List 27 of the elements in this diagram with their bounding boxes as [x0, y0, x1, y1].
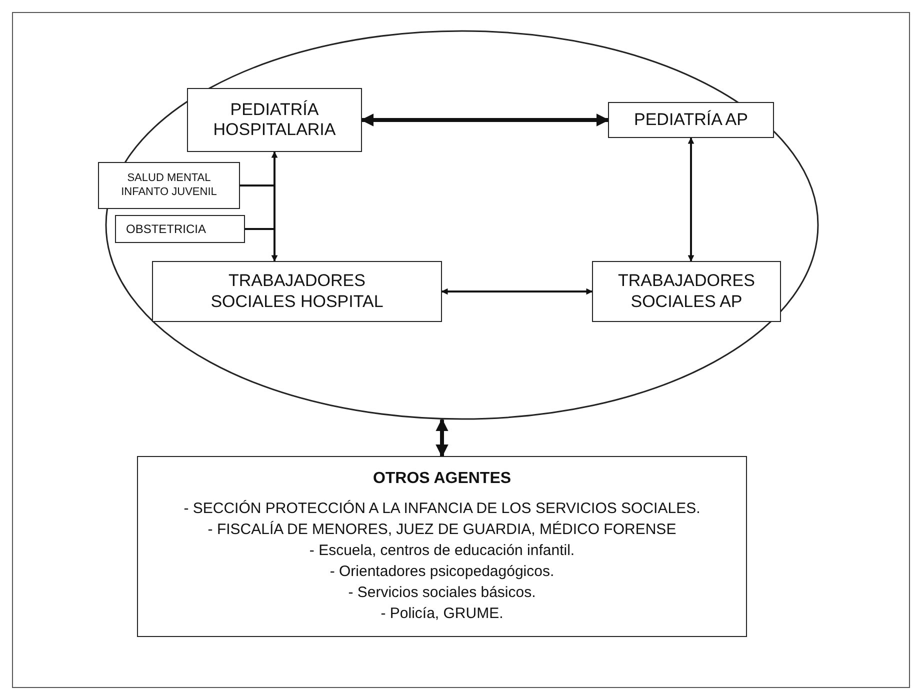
double-arrow — [436, 418, 448, 458]
process-box — [98, 162, 240, 209]
list-item: - SECCIÓN PROTECCIÓN A LA INFANCIA DE LOS SERVICIOS SOCIALES. — [184, 499, 700, 520]
process-box — [187, 88, 362, 152]
connector-line — [240, 184, 274, 186]
box-label: SALUD MENTAL INFANTO JUVENIL — [120, 172, 218, 199]
box-label: TRABAJADORES SOCIALES HOSPITAL — [210, 271, 384, 312]
box-label: TRABAJADORES SOCIALES AP — [617, 271, 756, 312]
box-label: PEDIATRÍA HOSPITALARIA — [212, 100, 337, 140]
box-heading: OTROS AGENTES — [372, 468, 512, 488]
list-item: - Escuela, centros de educación infantil. — [309, 541, 575, 562]
agents-box — [137, 456, 747, 637]
double-arrow — [271, 151, 278, 262]
list-item: - Servicios sociales básicos. — [348, 583, 536, 604]
process-box — [592, 261, 781, 322]
list-item: - Orientadores psicopedagógicos. — [330, 562, 554, 582]
process-box — [608, 102, 774, 138]
double-arrow — [688, 137, 694, 262]
box-label: OBSTETRICIA — [126, 222, 206, 236]
box-label: PEDIATRÍA AP — [634, 110, 748, 130]
connector-line — [245, 228, 274, 230]
process-box — [152, 261, 442, 322]
list-item: - FISCALÍA DE MENORES, JUEZ DE GUARDIA, MÉDICO FORENSE — [208, 520, 676, 540]
process-box — [115, 215, 245, 243]
double-arrow — [360, 114, 610, 126]
double-arrow — [441, 288, 593, 295]
list-item: - Policía, GRUME. — [380, 604, 504, 624]
